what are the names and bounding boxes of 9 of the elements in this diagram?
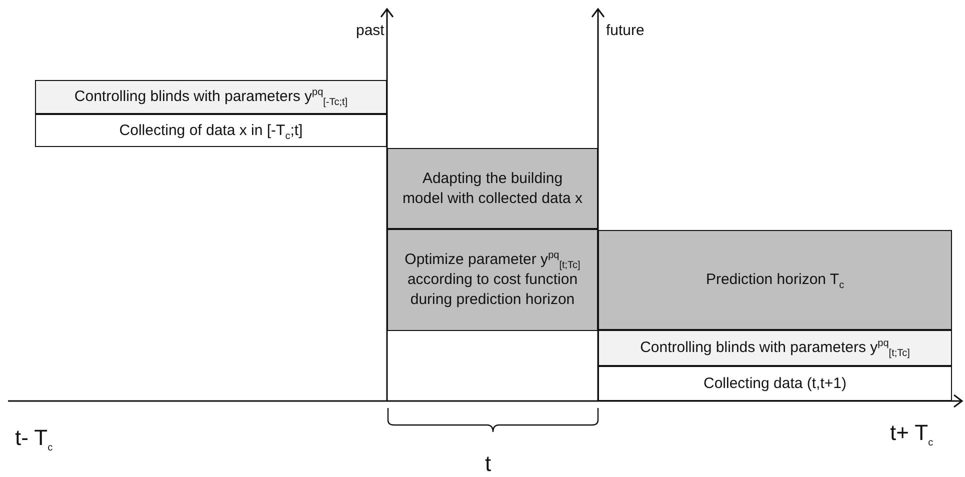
process-box: Collecting of data x in [-T$_{c}$;t] bbox=[35, 114, 387, 147]
axis-label: past bbox=[356, 22, 384, 39]
axis-label: t- T$_{c}$ bbox=[15, 425, 53, 451]
brace-label: t bbox=[485, 451, 492, 477]
process-box: Adapting the building model with collected data x bbox=[387, 148, 598, 229]
axis-label: future bbox=[606, 22, 644, 39]
process-box: Prediction horizon T$_{c}$ bbox=[598, 230, 952, 330]
process-box: Collecting data (t,t+1) bbox=[598, 366, 952, 401]
axis-label: t+ T$_{c}$ bbox=[890, 420, 934, 446]
